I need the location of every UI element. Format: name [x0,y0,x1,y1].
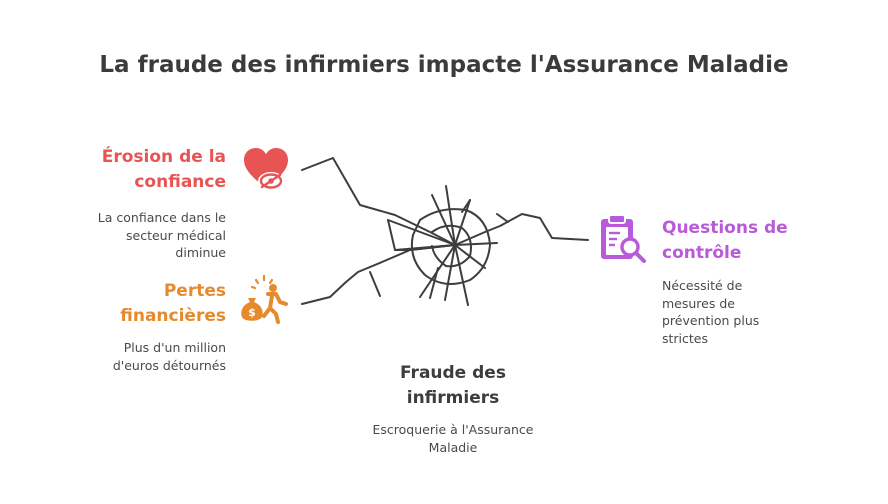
erosion-heading-line1: Érosion de la [101,147,226,167]
center-desc-line2: Maladie [428,439,478,455]
erosion-desc-line2: secteur médical [126,227,226,243]
money-bag-runner-icon: $ [241,274,288,324]
erosion-heading-line2: confiance [134,172,226,192]
questions-heading-line1: Questions de [662,218,788,238]
questions-heading: Questions de contrôle [662,216,862,266]
questions-desc-line1: Nécessité de [662,278,743,293]
broken-heart-icon [244,148,288,190]
center-description: Escroquerie à l'Assurance Maladie [313,421,593,456]
pertes-heading: Pertes financières [40,279,226,329]
pertes-desc-line1: Plus d'un million [123,340,226,355]
questions-desc-line4: strictes [662,330,709,346]
center-desc-line1: Escroquerie à l'Assurance [372,422,534,437]
erosion-desc-line1: La confiance dans le [97,210,226,225]
clipboard-search-icon [601,214,646,263]
page-title: La fraude des infirmiers impacte l'Assur… [99,52,789,78]
questions-desc-line2: mesures de [662,295,735,311]
center-heading-line1: Fraude des [400,363,506,383]
questions-description: Nécessité de mesures de prévention plus … [662,277,862,347]
questions-heading-line2: contrôle [662,243,742,263]
erosion-description: La confiance dans le secteur médical dim… [40,209,226,262]
pertes-heading-line2: financières [120,306,226,326]
erosion-heading: Érosion de la confiance [40,145,226,195]
svg-text:$: $ [248,306,256,319]
center-heading: Fraude des infirmiers [333,361,573,411]
questions-desc-line3: prévention plus [662,313,760,328]
pertes-description: Plus d'un million d'euros détournés [40,339,226,374]
erosion-desc-line3: diminue [175,245,226,260]
pertes-heading-line1: Pertes [163,281,226,301]
center-heading-line2: infirmiers [406,388,500,408]
pertes-desc-line2: d'euros détournés [112,357,226,373]
